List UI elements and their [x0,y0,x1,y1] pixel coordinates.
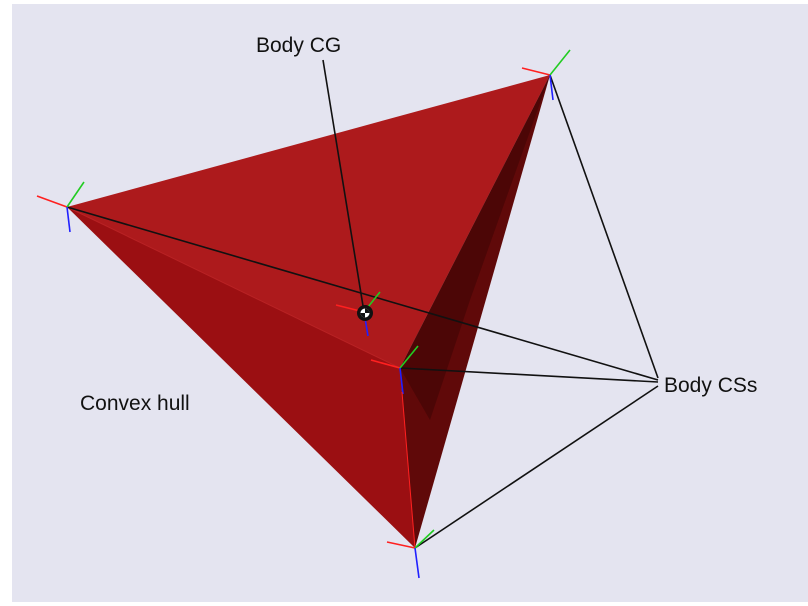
hull-edge-highlight [66,206,401,369]
axis-y [414,529,435,549]
axis-z [549,74,554,101]
axis-y [399,345,419,369]
axis-z [414,547,420,579]
line-top-to-right [549,74,659,379]
line-bottom-to-right [414,385,659,549]
axis-x [36,195,68,208]
body-css-label: Body CSs [664,374,757,397]
hull-face-right [400,75,550,548]
line-left-to-right [66,206,659,381]
body-cs-bottom [386,529,435,579]
line-mid-to-right [399,367,659,383]
convex-hull [66,75,550,548]
body-cs-middle [370,345,419,549]
axis-x [521,67,551,76]
connection-lines [66,59,659,549]
convex-hull-label: Convex hull [80,392,190,415]
hull-face-left [67,207,415,548]
axis-x [386,541,416,549]
axis-y [549,49,571,76]
hull-face-inner-shadow [400,75,550,420]
axis-y [66,181,85,208]
body-cg-label: Body CG [256,34,341,57]
axis-z [66,206,71,233]
body-cg-marker [335,291,381,337]
axis-z [399,367,404,395]
cg-leader-line [322,59,365,313]
cg-symbol-quadrants [360,308,370,318]
body-cs-top [521,49,571,101]
hull-face-top [67,75,550,368]
body-cs-left [36,181,85,233]
axis-x-extension [401,391,416,549]
axis-x [370,359,401,369]
